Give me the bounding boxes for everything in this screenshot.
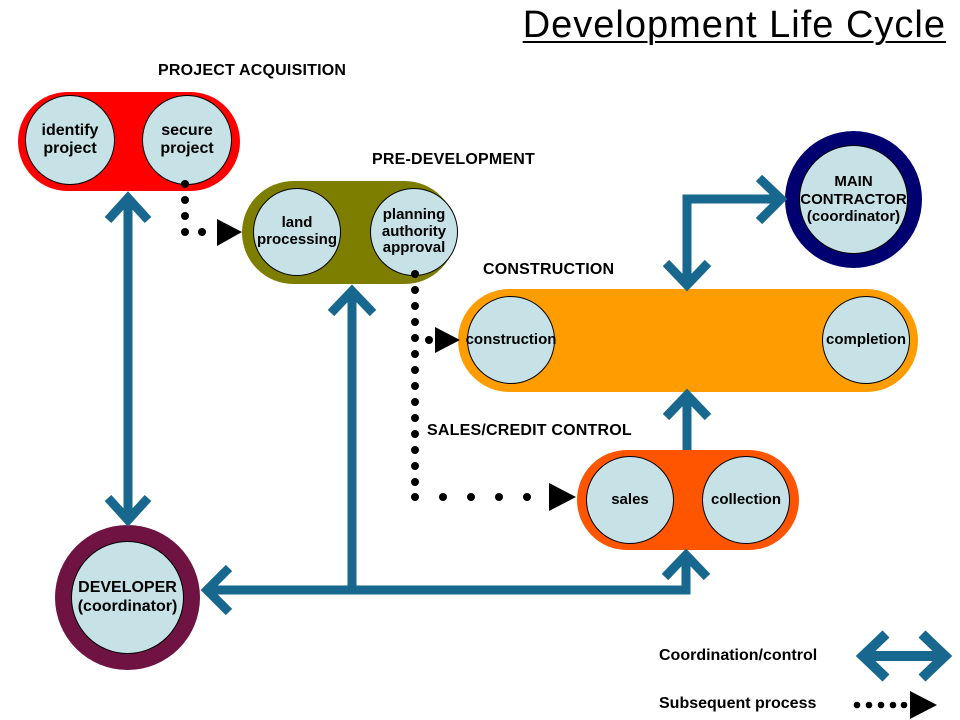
- node-construction: construction: [466, 296, 556, 384]
- legend-double-headed-arrow-icon: [855, 630, 953, 682]
- node-secure-project: secure project: [142, 95, 232, 185]
- main-contractor-ring: MAIN CONTRACTOR (coordinator): [785, 131, 922, 268]
- node-land-processing: land processing: [253, 188, 341, 276]
- node-main-contractor: MAIN CONTRACTOR (coordinator): [799, 145, 908, 254]
- node-completion: completion: [822, 296, 910, 384]
- coordination-arrow-acquisition-developer-icon: [104, 191, 152, 527]
- legend-coordination-label: Coordination/control: [659, 647, 818, 664]
- pill-sales-credit-control: sales collection: [577, 450, 799, 550]
- pill-construction: construction completion: [458, 289, 918, 392]
- page-title: Development Life Cycle: [522, 4, 946, 46]
- node-identify-project: identify project: [25, 95, 115, 185]
- node-developer: DEVELOPER (coordinator): [71, 541, 184, 654]
- legend-subsequent-label: Subsequent process: [659, 695, 817, 712]
- pill-pre-development: land processing planning authority appro…: [242, 181, 458, 284]
- developer-ring: DEVELOPER (coordinator): [55, 525, 200, 670]
- coordination-arrow-sales-developer-icon: [200, 548, 711, 616]
- coordination-arrow-developer-predevelopment-icon: [327, 284, 377, 590]
- legend-dotted-arrow-icon: [853, 691, 937, 719]
- coordination-arrow-contractor-construction-icon: [662, 174, 788, 292]
- stage-label-construction: CONSTRUCTION: [483, 261, 615, 278]
- stage-label-pre-development: PRE-DEVELOPMENT: [372, 151, 536, 168]
- pill-project-acquisition: identify project secure project: [18, 92, 240, 191]
- node-collection: collection: [702, 456, 790, 544]
- node-planning-authority-approval: planning authority approval: [370, 188, 458, 276]
- stage-label-project-acquisition: PROJECT ACQUISITION: [158, 62, 347, 79]
- stage-label-sales-credit-control: SALES/CREDIT CONTROL: [427, 422, 632, 439]
- node-sales: sales: [586, 456, 674, 544]
- coordination-arrow-sales-construction-icon: [662, 388, 712, 450]
